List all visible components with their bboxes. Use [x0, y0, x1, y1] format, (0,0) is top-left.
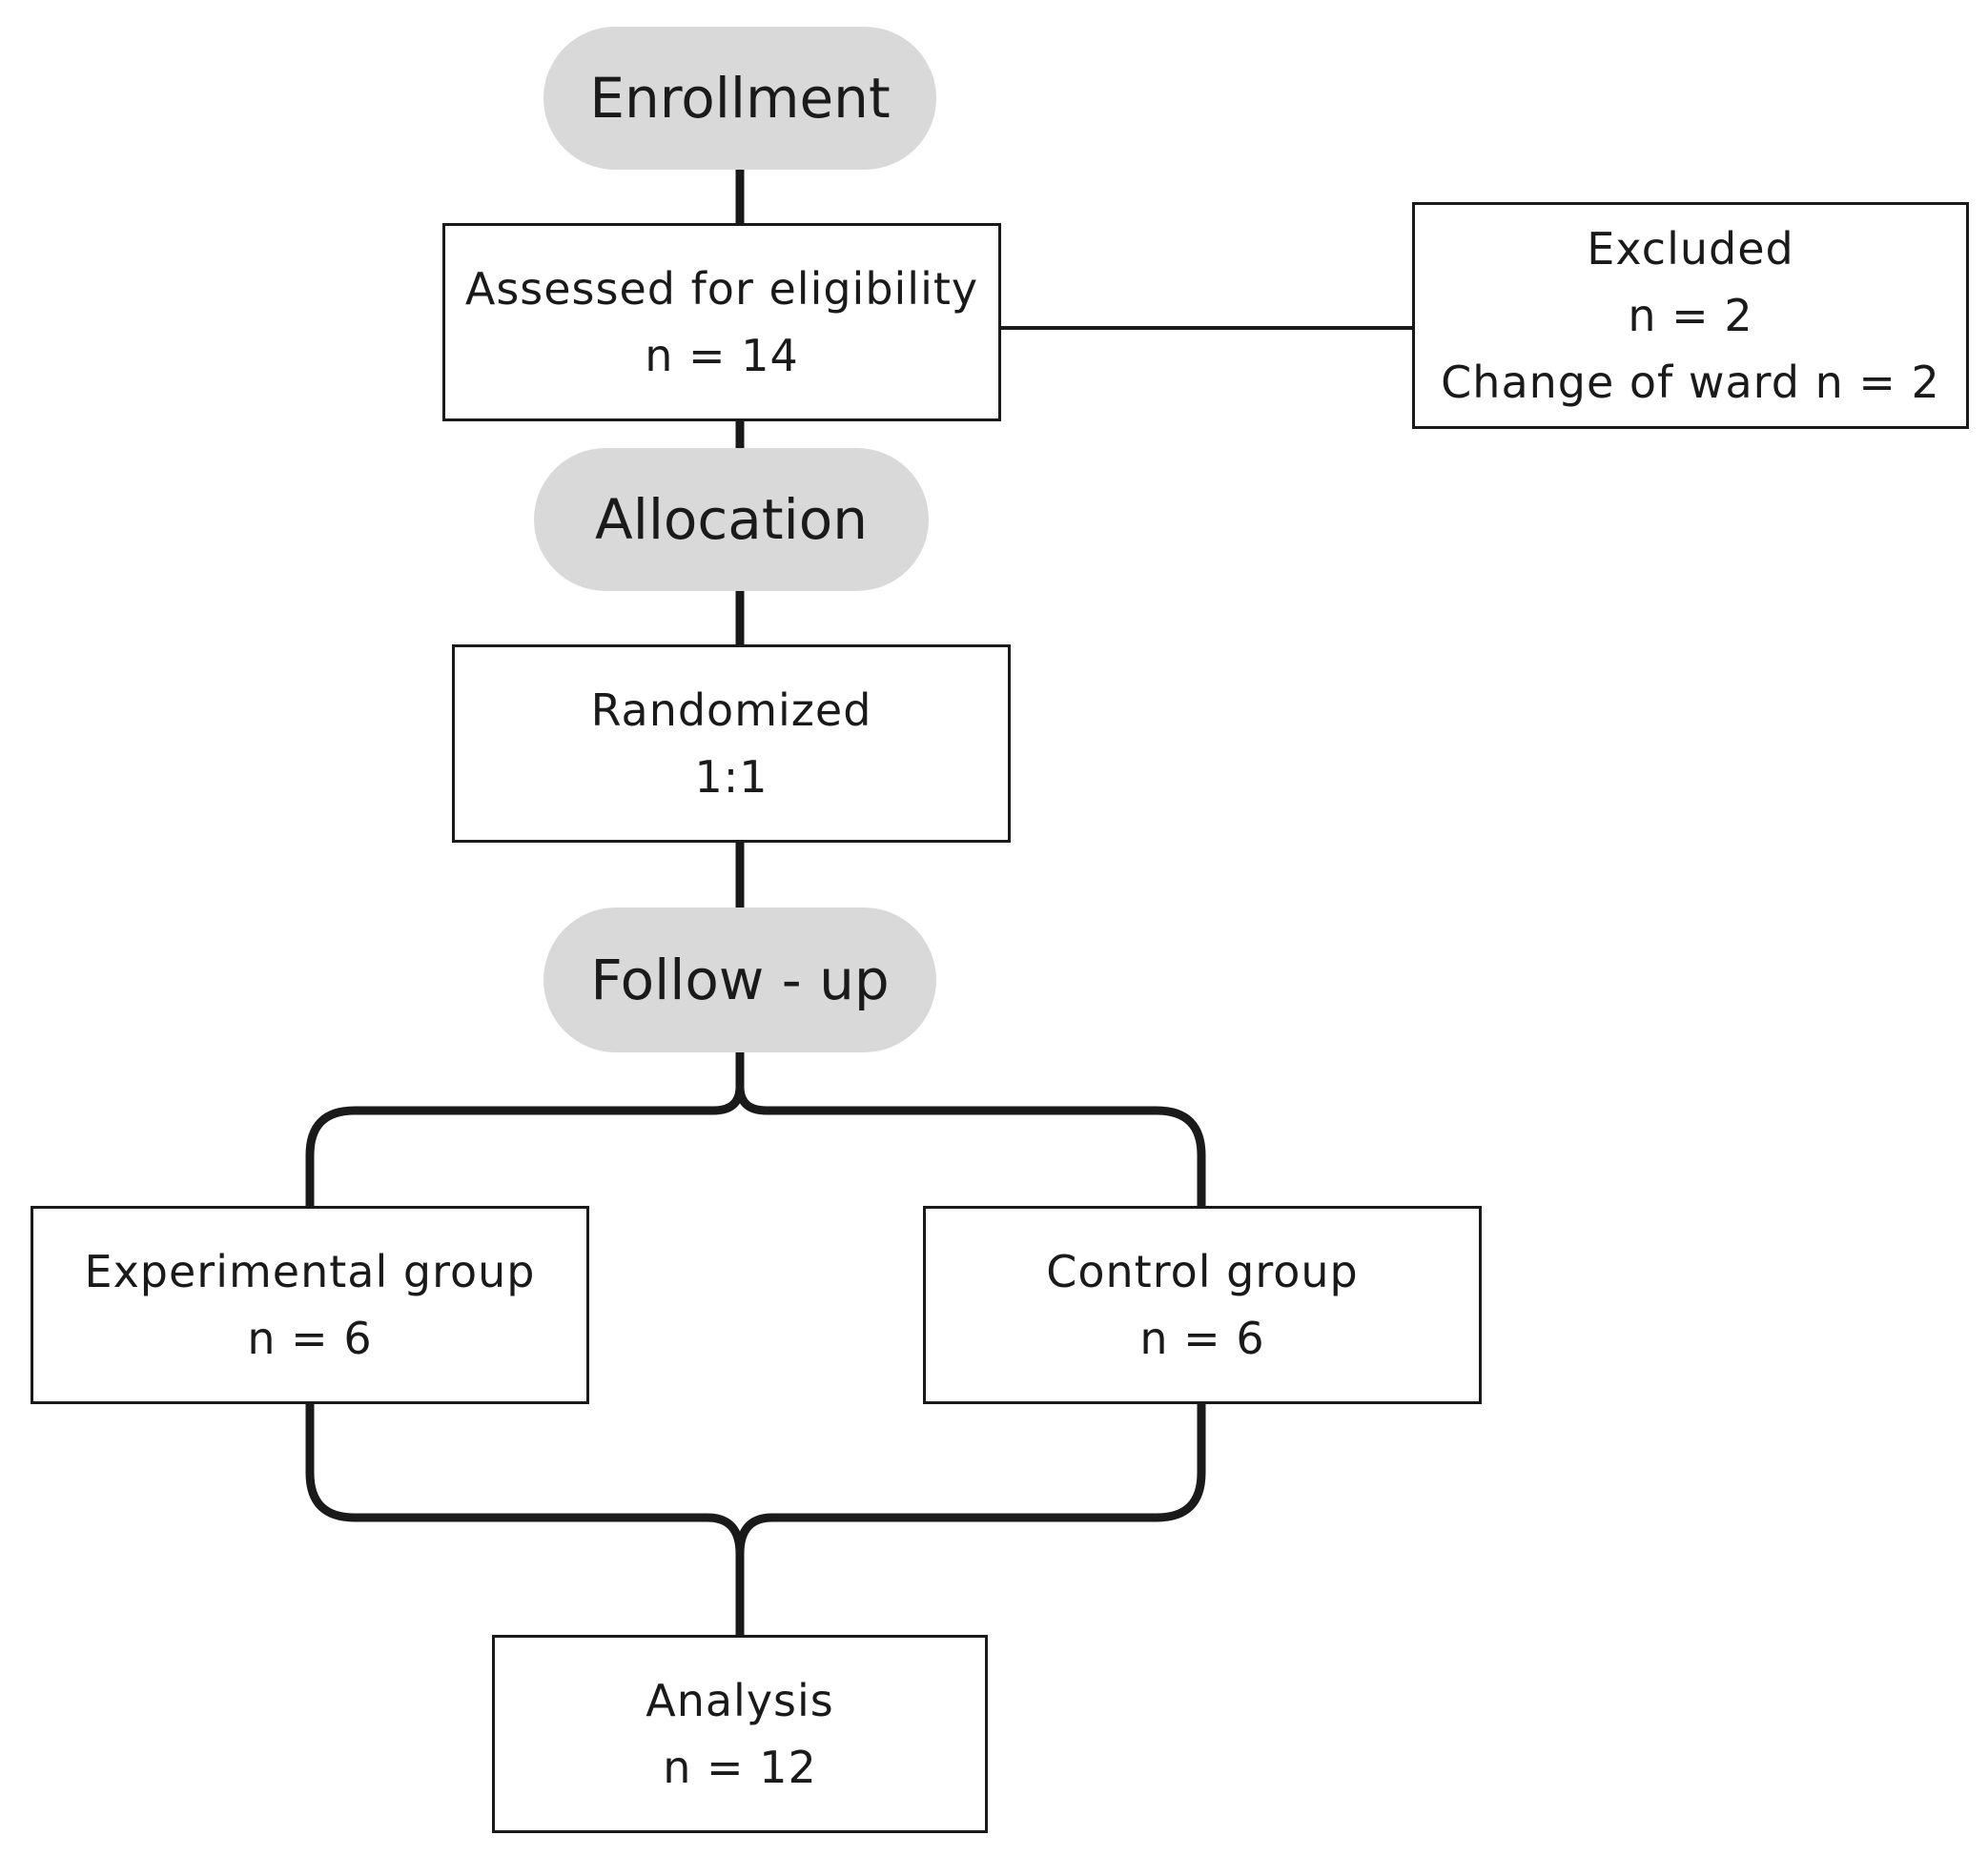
analysis-count: n = 12: [663, 1742, 817, 1793]
stage-allocation: Allocation: [534, 448, 929, 591]
connector-split-left: [305, 1052, 745, 1206]
connector-merge-right: [735, 1403, 1206, 1555]
control-count: n = 6: [1139, 1313, 1265, 1364]
randomized-ratio: 1:1: [694, 751, 769, 803]
control-label: Control group: [1046, 1246, 1359, 1297]
assessed-box: Assessed for eligibility n = 14: [442, 223, 1001, 421]
connector-merge-left: [305, 1403, 745, 1635]
randomized-box: Randomized 1:1: [452, 644, 1011, 843]
experimental-group-box: Experimental group n = 6: [31, 1206, 589, 1404]
excluded-reason: Change of ward n = 2: [1441, 357, 1940, 408]
stage-enrollment: Enrollment: [543, 27, 936, 170]
stage-follow-up: Follow - up: [543, 908, 936, 1052]
assessed-count: n = 14: [645, 330, 799, 381]
analysis-box: Analysis n = 12: [492, 1635, 988, 1833]
excluded-count: n = 2: [1628, 290, 1753, 341]
experimental-label: Experimental group: [84, 1246, 536, 1297]
excluded-box: Excluded n = 2 Change of ward n = 2: [1412, 202, 1969, 429]
randomized-label: Randomized: [590, 684, 872, 736]
assessed-label: Assessed for eligibility: [464, 263, 979, 315]
control-group-box: Control group n = 6: [923, 1206, 1482, 1404]
experimental-count: n = 6: [247, 1313, 373, 1364]
analysis-label: Analysis: [646, 1675, 834, 1726]
connector-split-right: [735, 1086, 1206, 1206]
excluded-label: Excluded: [1587, 223, 1794, 275]
